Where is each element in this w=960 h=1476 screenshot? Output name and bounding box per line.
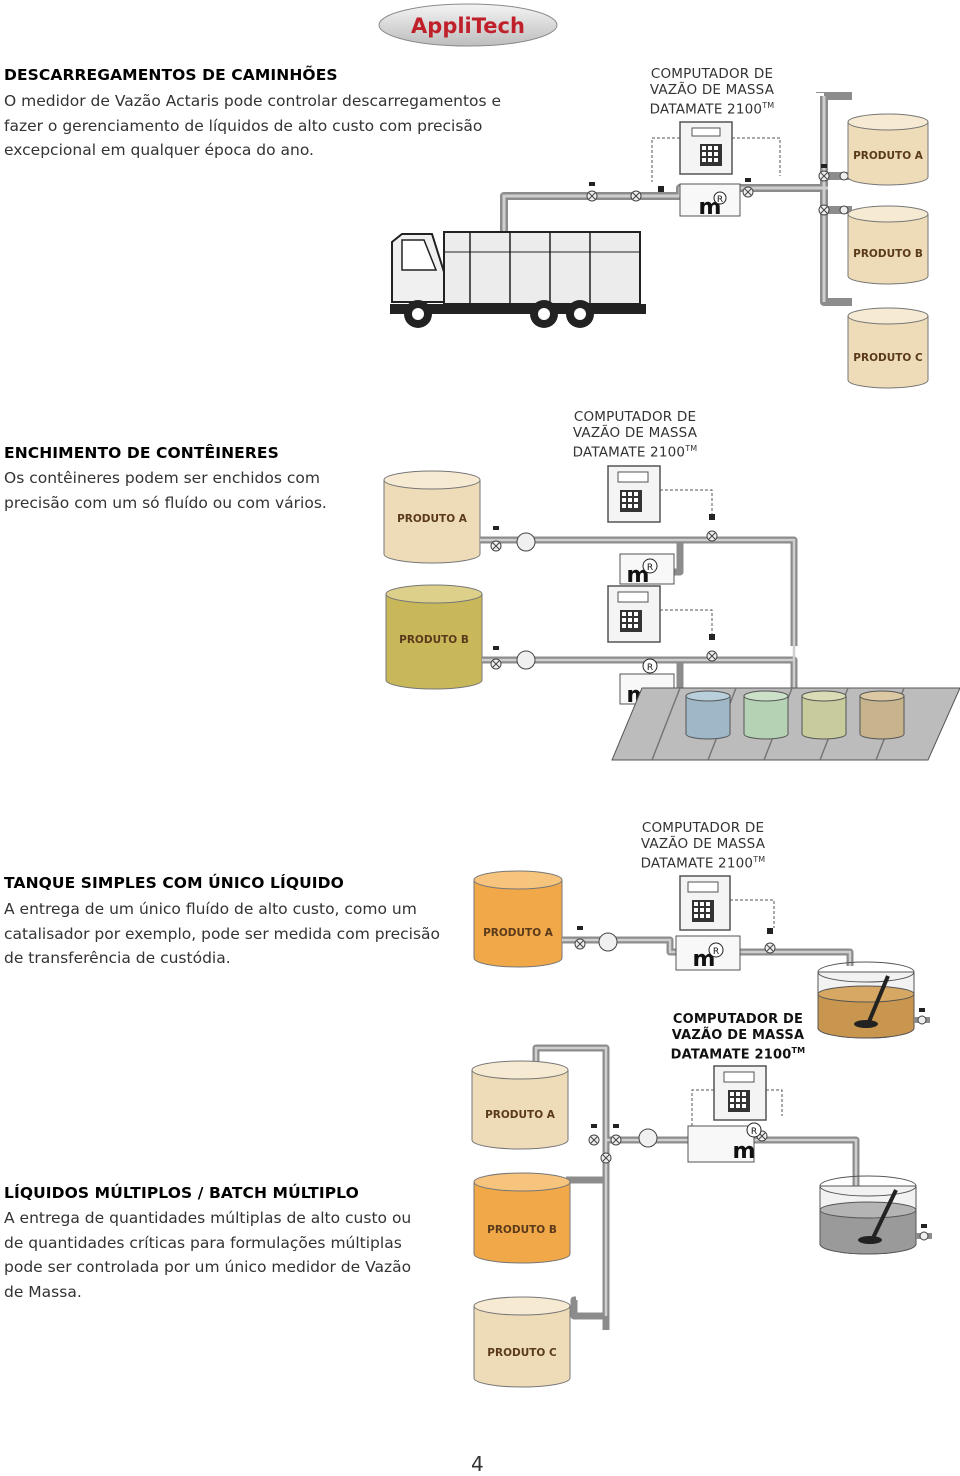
meter-registered-mark: R <box>751 1127 757 1137</box>
mass-flow-meter-icon: m R <box>679 183 741 220</box>
meter-registered-mark: R <box>647 663 653 673</box>
tank-produto-c: PRODUTO C <box>847 307 929 389</box>
tank-produto-a: PRODUTO A <box>471 1060 569 1150</box>
tanker-truck-icon <box>390 231 646 328</box>
drum-tan <box>859 690 905 740</box>
tank-label: PRODUTO B <box>399 634 469 646</box>
body-line: fazer o gerenciamento de líquidos de alt… <box>4 116 483 135</box>
computer-model: DATAMATE 2100 <box>640 855 754 872</box>
computer-label-line3: DATAMATE 2100TM <box>613 852 793 872</box>
tank-label: PRODUTO A <box>485 1109 556 1121</box>
diagram-single-tank: PRODUTO A m R <box>473 870 930 1039</box>
drum-olive <box>801 690 847 740</box>
meter-registered-mark: R <box>713 947 719 957</box>
computer-icon <box>713 1065 767 1121</box>
tank-produto-a: PRODUTO A <box>847 113 929 186</box>
drum-green <box>743 690 789 740</box>
trademark: TM <box>791 1046 806 1055</box>
section-title-truck-unloading: DESCARREGAMENTOS DE CAMINHÕES <box>4 66 338 84</box>
mass-flow-meter-icon: m R <box>675 935 741 972</box>
tank-label: PRODUTO C <box>853 352 923 364</box>
page-number: 4 <box>471 1452 484 1476</box>
drum-blue <box>685 690 731 740</box>
tank-produto-a: PRODUTO A <box>383 470 481 564</box>
diagram-truck-unloading: m R PRODUTO A PRODUTO B PRODUTO C <box>390 92 929 389</box>
computer-label-line2: VAZÃO DE MASSA <box>572 424 698 441</box>
body-line: O medidor de Vazão Actaris pode controla… <box>4 92 502 110</box>
section-body-container-filling: Os contêineres podem ser enchidos com pr… <box>4 466 327 515</box>
trademark: TM <box>685 444 698 453</box>
computer-model: DATAMATE 2100 <box>572 444 686 461</box>
computer-icon <box>607 585 661 643</box>
diagram-multi-batch: PRODUTO A PRODUTO B PRODUTO C m R <box>471 1044 932 1388</box>
computer-label-1: COMPUTADOR DE VAZÃO DE MASSA DATAMATE 21… <box>622 66 802 118</box>
computer-model: DATAMATE 2100 <box>670 1047 792 1063</box>
body-line: Os contêineres podem ser enchidos com <box>4 469 320 487</box>
section-title-multi-batch: LÍQUIDOS MÚLTIPLOS / BATCH MÚLTIPLO <box>4 1184 359 1202</box>
section-title-single-tank: TANQUE SIMPLES COM ÚNICO LÍQUIDO <box>4 874 344 892</box>
mixing-tank-icon <box>819 1175 917 1255</box>
computer-label-3: COMPUTADOR DE VAZÃO DE MASSA DATAMATE 21… <box>613 820 793 872</box>
meter-registered-mark: R <box>717 195 723 205</box>
tank-label: PRODUTO B <box>853 248 923 260</box>
body-line: excepcional em qualquer época do ano. <box>4 141 314 159</box>
body-line: de Massa. <box>4 1282 82 1301</box>
section-title-container-filling: ENCHIMENTO DE CONTÊINERES <box>4 444 279 462</box>
computer-label-line2: VAZÃO DE MASSA <box>649 81 775 98</box>
body-line: de quantidades críticas para formulações… <box>4 1233 402 1252</box>
tank-label: PRODUTO B <box>487 1224 557 1236</box>
logo-text: AppliTech <box>411 14 525 38</box>
computer-label-2: COMPUTADOR DE VAZÃO DE MASSA DATAMATE 21… <box>545 409 725 461</box>
diagram-container-filling: PRODUTO A PRODUTO B <box>383 465 960 761</box>
computer-label-line1: COMPUTADOR DE <box>573 409 697 425</box>
computer-label-line2: VAZÃO DE MASSA <box>640 835 766 852</box>
body-line: de transferência de custódia. <box>4 949 231 967</box>
tank-produto-b: PRODUTO B <box>385 584 483 690</box>
meter-registered-mark: R <box>647 563 653 573</box>
computer-model: DATAMATE 2100 <box>649 101 763 118</box>
trademark: TM <box>753 855 766 864</box>
svg-text:m: m <box>733 1139 756 1164</box>
applitech-logo: AppliTech <box>378 3 558 47</box>
tank-produto-b: PRODUTO B <box>473 1172 571 1264</box>
computer-label-line3: DATAMATE 2100TM <box>622 98 802 118</box>
trademark: TM <box>762 101 775 110</box>
computer-label-line1: COMPUTADOR DE <box>641 820 765 836</box>
tank-label: PRODUTO A <box>397 513 468 525</box>
computer-label-line1: COMPUTADOR DE <box>650 66 774 82</box>
section-body-single-tank: A entrega de um único fluído de alto cus… <box>4 897 440 971</box>
mass-flow-meter-icon: m R <box>619 553 675 588</box>
body-line: A entrega de quantidades múltiplas de al… <box>4 1209 412 1227</box>
body-line: catalisador por exemplo, pode ser medida… <box>4 924 441 943</box>
mass-flow-meter-icon: m R <box>687 1122 762 1164</box>
computer-label-line2: VAZÃO DE MASSA <box>671 1027 805 1043</box>
computer-label-line3: DATAMATE 2100TM <box>648 1043 828 1063</box>
tank-label: PRODUTO A <box>483 927 554 939</box>
section-body-multi-batch: A entrega de quantidades múltiplas de al… <box>4 1206 411 1304</box>
computer-icon <box>679 121 733 175</box>
computer-label-line3: DATAMATE 2100TM <box>545 441 725 461</box>
tank-produto-a: PRODUTO A <box>473 870 563 968</box>
tank-label: PRODUTO A <box>853 150 924 162</box>
computer-icon <box>607 465 661 523</box>
mixing-tank-icon <box>817 961 915 1039</box>
tank-label: PRODUTO C <box>487 1347 557 1359</box>
computer-icon <box>679 875 731 931</box>
body-line: precisão com um só fluído ou com vários. <box>4 493 327 512</box>
tank-produto-c: PRODUTO C <box>473 1296 571 1388</box>
computer-label-4: COMPUTADOR DE VAZÃO DE MASSA DATAMATE 21… <box>648 1012 828 1063</box>
section-body-truck-unloading: O medidor de Vazão Actaris pode controla… <box>4 89 501 163</box>
tank-produto-b: PRODUTO B <box>847 205 929 285</box>
computer-label-line1: COMPUTADOR DE <box>672 1012 804 1027</box>
body-line: A entrega de um único fluído de alto cus… <box>4 900 417 918</box>
body-line: pode ser controlada por um único medidor… <box>4 1258 412 1276</box>
